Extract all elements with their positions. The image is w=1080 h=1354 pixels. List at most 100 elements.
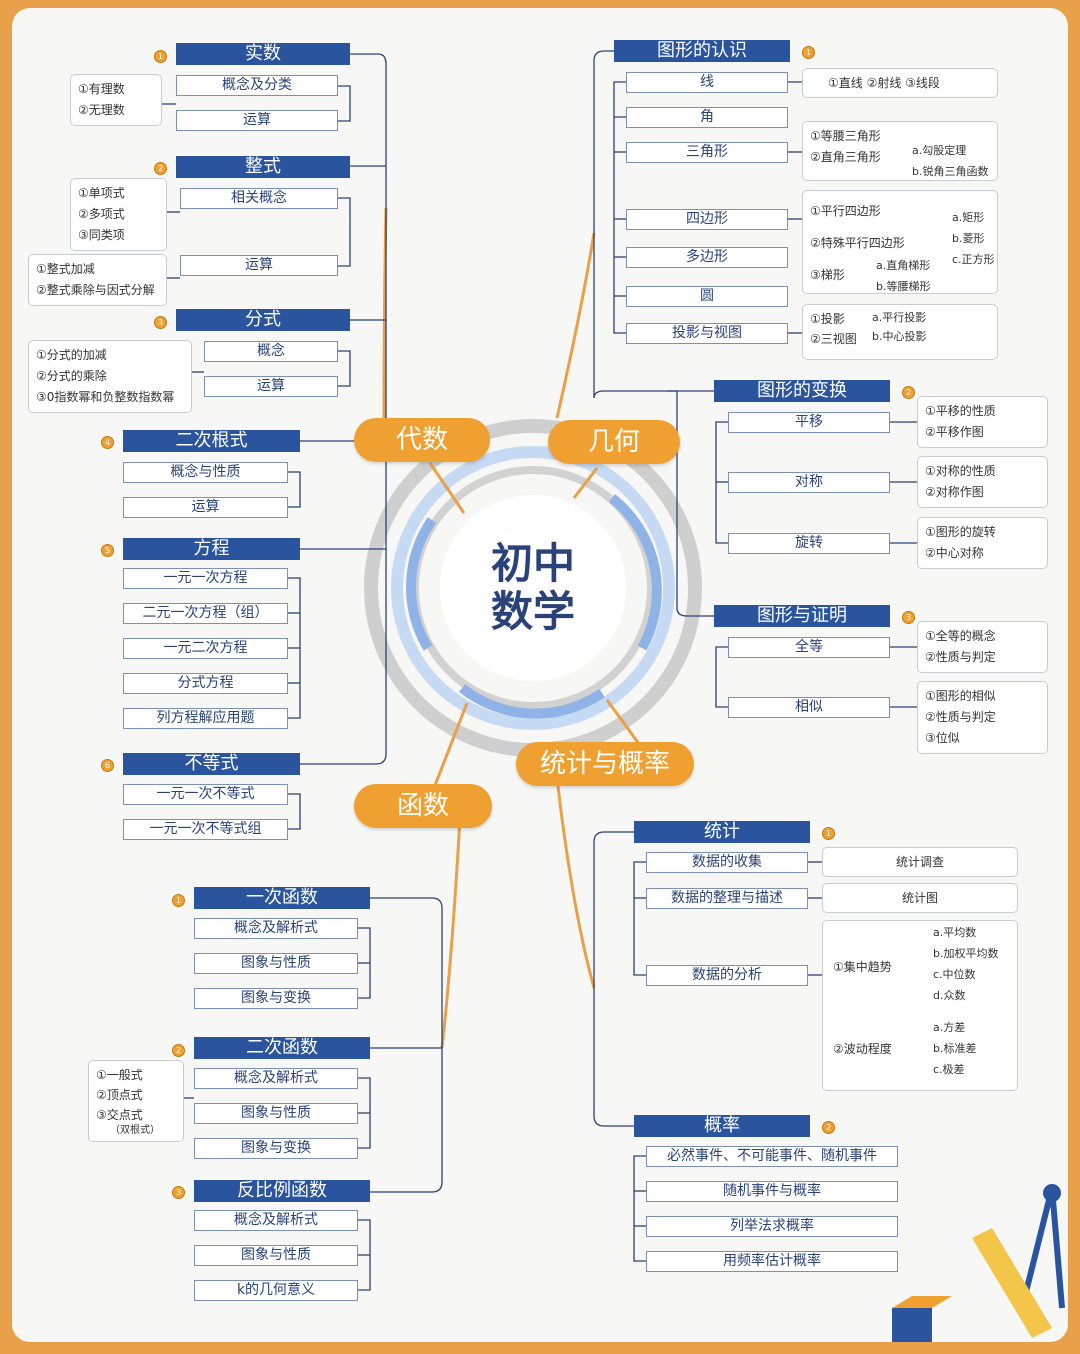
category-statistics[interactable]: 统计与概率 — [516, 742, 694, 786]
badge-shape-recognition: 1 — [802, 46, 815, 59]
note-rotation: ①图形的旋转 ②中心对称 — [917, 517, 1048, 569]
note-line: ③位似 — [925, 731, 960, 745]
node-integral-expression[interactable]: 整式 — [176, 156, 350, 178]
category-algebra[interactable]: 代数 — [354, 418, 490, 462]
note-line: 统计调查 — [895, 855, 944, 869]
item-real-operation[interactable]: 运算 — [176, 110, 338, 131]
category-geometry[interactable]: 几何 — [548, 420, 680, 464]
node-shape-transform[interactable]: 图形的变换 — [714, 380, 890, 402]
item-quadratic-function-transform[interactable]: 图象与变换 — [194, 1138, 358, 1159]
note-line: ①平行四边形 — [810, 204, 881, 218]
item-integral-concept[interactable]: 相关概念 — [180, 188, 338, 209]
item-frequency-probability[interactable]: 用频率估计概率 — [646, 1251, 898, 1272]
note-sub-isosceles-trapezoid: b.等腰梯形 — [876, 280, 931, 293]
item-radical-operation[interactable]: 运算 — [123, 497, 288, 518]
node-shape-proof[interactable]: 图形与证明 — [714, 605, 890, 627]
note-line: ①平移的性质 — [925, 404, 996, 418]
node-inequality[interactable]: 不等式 — [123, 753, 300, 775]
item-similarity[interactable]: 相似 — [728, 697, 890, 718]
item-integral-operation[interactable]: 运算 — [180, 255, 338, 276]
note-congruence: ①全等的概念 ②性质与判定 — [917, 621, 1048, 673]
badge-linear-function: 1 — [172, 894, 185, 907]
note-sub-rhombus: b.菱形 — [952, 232, 985, 245]
note-line: ②整式乘除与因式分解 — [36, 283, 155, 297]
algebra-connectors — [162, 53, 387, 830]
note-stat-chart: 统计图 — [822, 883, 1018, 913]
badge-shape-transform: 2 — [902, 386, 915, 399]
note-integral-operation: ①整式加减 ②整式乘除与因式分解 — [28, 254, 167, 306]
item-system-equation[interactable]: 二元一次方程（组） — [123, 603, 288, 624]
note-line: ③同类项 — [78, 228, 125, 242]
note-quadratic-forms: ①一般式 ②顶点式 ③交点式 （双根式） — [88, 1060, 184, 1142]
note-sub-variance: a.方差 — [933, 1021, 966, 1034]
note-sub-right-trapezoid: a.直角梯形 — [876, 259, 931, 272]
item-fraction-operation[interactable]: 运算 — [204, 376, 338, 397]
node-real-numbers[interactable]: 实数 — [176, 43, 350, 65]
badge-integral: 2 — [154, 162, 167, 175]
item-enumeration-probability[interactable]: 列举法求概率 — [646, 1216, 898, 1237]
item-polygons[interactable]: 多边形 — [626, 247, 788, 268]
badge-inequality: 6 — [101, 759, 114, 772]
note-fraction: ①分式的加减 ②分式的乘除 ③0指数幂和负整数指数幂 — [28, 340, 192, 413]
item-event-types[interactable]: 必然事件、不可能事件、随机事件 — [646, 1146, 898, 1167]
item-angles[interactable]: 角 — [626, 107, 788, 128]
node-inverse-function[interactable]: 反比例函数 — [194, 1180, 370, 1202]
ruler-icon — [892, 1296, 952, 1342]
note-line: ①一般式 — [96, 1068, 143, 1082]
node-equation[interactable]: 方程 — [123, 538, 300, 560]
node-fraction[interactable]: 分式 — [176, 309, 350, 331]
item-linear-function-graph[interactable]: 图象与性质 — [194, 953, 358, 974]
item-inverse-function-graph[interactable]: 图象与性质 — [194, 1245, 358, 1266]
item-quadratic-function-concept[interactable]: 概念及解析式 — [194, 1068, 358, 1089]
item-quadratic-equation[interactable]: 一元二次方程 — [123, 638, 288, 659]
note-sub-pythagorean: a.勾股定理 — [912, 144, 967, 157]
item-translation[interactable]: 平移 — [728, 412, 890, 433]
note-line: ②分式的乘除 — [36, 369, 107, 383]
item-quadrilaterals[interactable]: 四边形 — [626, 209, 788, 230]
item-linear-inequality[interactable]: 一元一次不等式 — [123, 784, 288, 805]
item-circle[interactable]: 圆 — [626, 286, 788, 307]
item-lines[interactable]: 线 — [626, 72, 788, 93]
node-probability[interactable]: 概率 — [634, 1115, 810, 1137]
item-inequality-system[interactable]: 一元一次不等式组 — [123, 819, 288, 840]
note-symmetry: ①对称的性质 ②对称作图 — [917, 456, 1048, 508]
note-survey: 统计调查 — [822, 847, 1018, 877]
note-line: ②多项式 — [78, 207, 125, 221]
item-fraction-concept[interactable]: 概念 — [204, 341, 338, 362]
node-shape-recognition[interactable]: 图形的认识 — [614, 40, 790, 62]
mind-map-canvas: 初中 数学 代数 几何 函数 统计与概率 1 实数 概念及分类 运算 ①有理数 … — [12, 8, 1068, 1342]
node-quadratic-function[interactable]: 二次函数 — [194, 1037, 370, 1059]
category-functions[interactable]: 函数 — [354, 784, 492, 828]
item-symmetry[interactable]: 对称 — [728, 472, 890, 493]
badge-radical: 4 — [101, 436, 114, 449]
item-data-organization[interactable]: 数据的整理与描述 — [646, 888, 808, 909]
item-inverse-function-concept[interactable]: 概念及解析式 — [194, 1210, 358, 1231]
item-linear-function-transform[interactable]: 图象与变换 — [194, 988, 358, 1009]
item-data-analysis[interactable]: 数据的分析 — [646, 965, 808, 986]
item-triangles[interactable]: 三角形 — [626, 142, 788, 163]
item-random-event-probability[interactable]: 随机事件与概率 — [646, 1181, 898, 1202]
item-radical-concept[interactable]: 概念与性质 — [123, 462, 288, 483]
note-sub-mode: d.众数 — [933, 989, 966, 1002]
item-rotation[interactable]: 旋转 — [728, 533, 890, 554]
item-word-problem[interactable]: 列方程解应用题 — [123, 708, 288, 729]
note-real: ①有理数 ②无理数 — [70, 74, 162, 126]
node-statistics[interactable]: 统计 — [634, 821, 810, 843]
note-line: ②直角三角形 — [810, 150, 881, 164]
item-linear-equation[interactable]: 一元一次方程 — [123, 568, 288, 589]
node-linear-function[interactable]: 一次函数 — [194, 887, 370, 909]
item-k-geometric-meaning[interactable]: k的几何意义 — [194, 1280, 358, 1301]
item-congruence[interactable]: 全等 — [728, 637, 890, 658]
note-line: ③梯形 — [810, 268, 845, 282]
item-real-concept[interactable]: 概念及分类 — [176, 75, 338, 96]
item-data-collection[interactable]: 数据的收集 — [646, 852, 808, 873]
item-fraction-equation[interactable]: 分式方程 — [123, 673, 288, 694]
item-quadratic-function-graph[interactable]: 图象与性质 — [194, 1103, 358, 1124]
note-sub-central-projection: b.中心投影 — [872, 330, 927, 343]
item-linear-function-concept[interactable]: 概念及解析式 — [194, 918, 358, 939]
node-quadratic-radical[interactable]: 二次根式 — [123, 430, 300, 452]
badge-statistics: 1 — [822, 827, 835, 840]
item-projection-view[interactable]: 投影与视图 — [626, 323, 788, 344]
ring-arc-right — [608, 494, 662, 651]
